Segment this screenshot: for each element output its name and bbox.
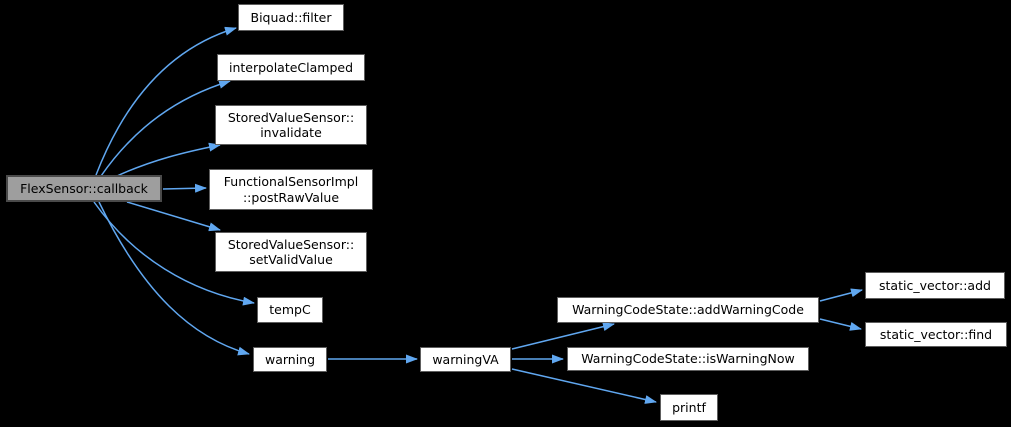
node-functionalsensorimpl-postrawvalue[interactable]: FunctionalSensorImpl ::postRawValue: [209, 169, 373, 210]
node-warning[interactable]: warning: [253, 347, 327, 372]
edge-addwarningcode-to-static-vector-find: [819, 318, 862, 331]
edge-callback-to-postrawvalue: [162, 183, 207, 193]
node-static-vector-add[interactable]: static_vector::add: [865, 272, 1005, 299]
edge-warningva-to-printf: [511, 368, 657, 404]
node-flexsensor-callback[interactable]: FlexSensor::callback: [6, 175, 162, 202]
edge-callback-to-invalidate: [116, 142, 221, 177]
node-warningva[interactable]: warningVA: [420, 347, 511, 372]
node-printf[interactable]: printf: [660, 394, 718, 421]
edge-callback-to-setvalidvalue: [126, 201, 221, 232]
node-storedvaluesensor-setvalidvalue[interactable]: StoredValueSensor:: setValidValue: [215, 232, 367, 272]
edge-callback-to-interpolate-clamped: [100, 79, 231, 177]
node-static-vector-find[interactable]: static_vector::find: [865, 322, 1007, 347]
node-warningcodestate-addwarningcode[interactable]: WarningCodeState::addWarningCode: [557, 297, 819, 323]
edge-addwarningcode-to-static-vector-add: [819, 288, 863, 302]
edge-callback-to-biquad-filter: [95, 26, 237, 176]
node-storedvaluesensor-invalidate[interactable]: StoredValueSensor:: invalidate: [215, 105, 367, 145]
node-interpolate-clamped[interactable]: interpolateClamped: [217, 54, 365, 81]
node-warningcodestate-iswarningnow[interactable]: WarningCodeState::isWarningNow: [567, 347, 809, 371]
edge-callback-to-warning: [98, 201, 250, 356]
edge-warningva-to-addwarningcode: [511, 322, 615, 350]
node-tempc[interactable]: tempC: [257, 297, 323, 323]
node-biquad-filter[interactable]: Biquad::filter: [238, 4, 344, 31]
